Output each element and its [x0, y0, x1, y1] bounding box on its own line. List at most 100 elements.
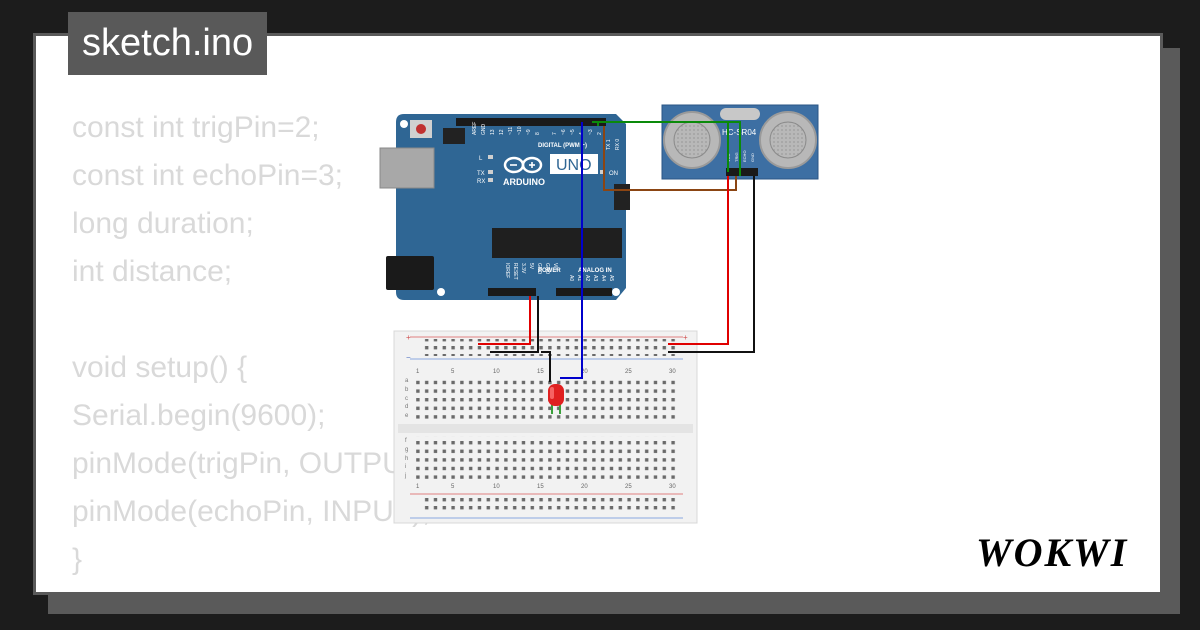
row-letter: j: [404, 473, 406, 479]
row-letter: b: [405, 387, 409, 393]
code-line: int distance;: [72, 255, 233, 288]
usb-port: [379, 147, 435, 189]
arduino-brand: ARDUINO: [503, 177, 545, 187]
pin-label: RESET: [512, 263, 518, 280]
pin-label: GND: [481, 124, 487, 136]
column-number: 5: [451, 484, 455, 490]
column-number: 30: [669, 484, 676, 490]
arduino-uno-board: AREF GND 13 12 ~11 ~10 ~9 8 7 ~6 ~5 4 ~3…: [379, 114, 630, 300]
pin-label: ~10: [517, 126, 523, 135]
led-l: [488, 155, 493, 159]
column-number: 25: [625, 369, 632, 375]
power-header: [488, 288, 536, 296]
mounting-hole: [612, 288, 620, 296]
pin-label: 3.3V: [520, 263, 526, 274]
code-line: long duration;: [72, 207, 254, 240]
analog-header: [556, 288, 612, 296]
breadboard: + + − 1 5 10 15 20 25 30 1 5 10 15 20 25…: [393, 330, 698, 524]
column-number: 20: [581, 484, 588, 490]
pin-label: A2: [584, 275, 590, 281]
red-led: [548, 384, 564, 414]
wire-echo: [560, 122, 583, 379]
sensor-crystal: [720, 108, 760, 120]
sensor-header: [726, 168, 758, 176]
pin-label: AREF: [472, 122, 478, 135]
column-number: 10: [493, 369, 500, 375]
row-letter: i: [405, 464, 406, 470]
column-number: 20: [581, 369, 588, 375]
led-rx: [488, 178, 493, 182]
pin-label: ~6: [561, 129, 567, 135]
mounting-hole: [400, 120, 408, 128]
pin-label: A4: [600, 275, 606, 281]
code-listing: const int trigPin=2; const int echoPin=3…: [72, 104, 440, 584]
analog-label: ANALOG IN: [578, 268, 612, 274]
rail-plus-label: +: [406, 333, 411, 342]
code-line: }: [72, 543, 83, 576]
rail-holes-bottom: [422, 497, 676, 514]
led-on: [600, 170, 605, 174]
wokwi-logo: WOKWI: [976, 530, 1126, 575]
pin-label: A3: [592, 275, 598, 281]
sensor-pin-label: ECHO: [742, 150, 747, 162]
pin-label: GND: [544, 263, 550, 275]
pin-label: GND: [536, 263, 542, 275]
pin-label: 12: [499, 129, 505, 135]
atmega-chip: [492, 228, 622, 258]
pin-label: RX 0: [615, 139, 621, 150]
code-line: const int echoPin=3;: [72, 159, 344, 192]
column-number: 30: [669, 369, 676, 375]
row-letter: e: [405, 413, 409, 419]
column-number: 15: [537, 369, 544, 375]
pin-label: ~11: [508, 127, 514, 135]
power-jack: [386, 256, 434, 290]
rail-plus-label: +: [683, 333, 688, 342]
column-number: 25: [625, 484, 632, 490]
pin-label: 5V: [528, 263, 534, 270]
on-led-label: ON: [609, 171, 618, 177]
wire-sensor-signal: [603, 126, 737, 191]
transducer-right-grille: [769, 121, 807, 159]
wire-gnd-to-led: [541, 351, 551, 382]
pin-label: TX 1: [606, 139, 612, 150]
column-number: 5: [451, 369, 455, 375]
row-letter: d: [405, 404, 408, 410]
column-number: 1: [416, 369, 420, 375]
pin-label: 2: [597, 132, 603, 135]
led-highlight: [550, 387, 554, 399]
reset-button-cap: [416, 124, 426, 134]
pin-label: ~9: [526, 129, 532, 135]
pin-label: IOREF: [504, 263, 510, 278]
pin-label: 13: [490, 129, 496, 135]
row-letter: g: [405, 447, 408, 453]
mounting-hole: [437, 288, 445, 296]
code-line: Serial.begin(9600);: [72, 399, 326, 432]
wire-gnd-to-rail: [490, 296, 539, 353]
icsp-header: [443, 128, 465, 144]
sketch-filename-tag: sketch.ino: [68, 12, 268, 75]
code-line: const int trigPin=2;: [72, 111, 320, 144]
pin-label: ~5: [570, 129, 576, 135]
uno-badge: [550, 154, 598, 174]
terminal-holes-top: [413, 376, 679, 419]
column-number: 15: [537, 484, 544, 490]
led-rx-label: RX: [477, 179, 485, 185]
transducer-left-grille: [673, 121, 711, 159]
led-tx-label: TX: [477, 171, 485, 177]
wire-sensor-gnd: [668, 176, 755, 353]
row-letter: f: [405, 438, 407, 444]
pin-label: 7: [552, 132, 558, 135]
pin-label: 8: [535, 132, 541, 135]
row-letter: a: [405, 378, 409, 384]
power-label: POWER: [538, 268, 561, 274]
digital-label: DIGITAL (PWM ~): [538, 143, 587, 149]
led-l-label: L: [479, 156, 483, 162]
led-tx: [488, 170, 493, 174]
column-number: 1: [416, 484, 420, 490]
pin-label: A1: [576, 275, 582, 281]
digital-header: [456, 118, 606, 126]
sensor-pin-label: GND: [750, 153, 755, 162]
rail-minus-label: −: [406, 353, 411, 362]
terminal-holes-bottom: [413, 436, 679, 479]
